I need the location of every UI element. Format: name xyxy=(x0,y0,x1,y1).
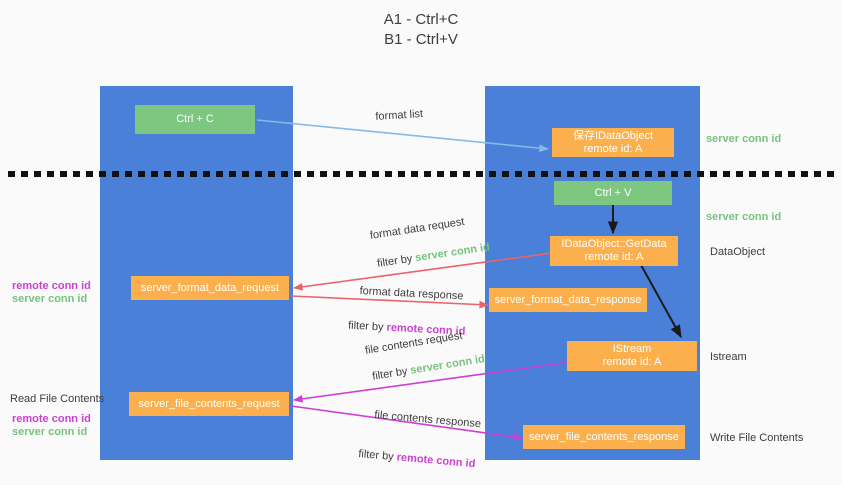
left-label-format-remote-conn-id: remote conn id xyxy=(12,280,91,292)
box-server-format-data-request[interactable]: server_format_data_request xyxy=(131,276,289,300)
box-istream-line1: IStream xyxy=(612,343,652,355)
box-server-format-data-request-label: server_format_data_request xyxy=(140,281,280,294)
server-conn-id-value: server conn id xyxy=(409,353,486,377)
label-file-contents-response: file contents response xyxy=(373,408,482,431)
left-label-format-server-conn-id: server conn id xyxy=(12,293,88,305)
box-server-file-contents-request[interactable]: server_file_contents_request xyxy=(129,392,289,416)
box-ctrl-c-label: Ctrl + C xyxy=(176,113,214,125)
right-label-server-conn-id-top: server conn id xyxy=(706,133,782,145)
right-label-server-conn-id-paste: server conn id xyxy=(706,211,782,223)
box-server-file-contents-response-label: server_file_contents_response xyxy=(529,430,679,443)
server-conn-id-value: server conn id xyxy=(414,241,491,265)
box-ctrl-c[interactable]: Ctrl + C xyxy=(135,105,255,134)
right-label-dataobject: DataObject xyxy=(710,246,766,258)
left-label-read-file-contents: Read File Contents xyxy=(10,393,105,405)
box-server-format-data-response-label: server_format_data_response xyxy=(494,293,642,306)
filter-prefix: filter by xyxy=(376,252,417,270)
label-format-list: format list xyxy=(375,108,424,123)
phase-divider xyxy=(8,171,834,177)
filter-prefix: filter by xyxy=(371,364,412,383)
box-server-file-contents-request-label: server_file_contents_request xyxy=(138,397,280,410)
box-istream-line2: remote id: A xyxy=(602,356,662,368)
right-label-write-file-contents: Write File Contents xyxy=(710,432,804,444)
box-server-file-contents-response[interactable]: server_file_contents_response xyxy=(523,425,685,449)
box-ctrl-v[interactable]: Ctrl + V xyxy=(554,181,672,205)
left-label-file-remote-conn-id: remote conn id xyxy=(12,413,91,425)
box-ctrl-v-label: Ctrl + V xyxy=(594,186,632,199)
label-file-contents-response-filter: filter by remote conn id xyxy=(344,432,477,485)
box-idataobject-getdata[interactable]: IDataObject::GetData remote id: A xyxy=(550,236,678,266)
box-idataobject-getdata-line1: IDataObject::GetData xyxy=(561,238,667,250)
label-format-data-response: format data response xyxy=(359,284,464,303)
box-copy-idataobject[interactable]: 保存IDataObject remote id: A xyxy=(552,128,674,157)
filter-prefix: filter by xyxy=(357,448,398,464)
page-title: A1 - Ctrl+C B1 - Ctrl+V xyxy=(383,11,459,48)
box-istream[interactable]: IStream remote id: A xyxy=(567,341,697,371)
left-label-file-server-conn-id: server conn id xyxy=(12,426,88,438)
right-label-istream: Istream xyxy=(710,351,747,363)
box-copy-idataobject-line2: remote id: A xyxy=(583,142,643,155)
box-copy-idataobject-line1: 保存IDataObject xyxy=(572,129,654,142)
box-idataobject-getdata-line2: remote id: A xyxy=(584,251,644,263)
filter-prefix: filter by xyxy=(347,319,387,334)
remote-conn-id-value: remote conn id xyxy=(396,451,476,471)
box-server-format-data-response[interactable]: server_format_data_response xyxy=(489,288,647,312)
